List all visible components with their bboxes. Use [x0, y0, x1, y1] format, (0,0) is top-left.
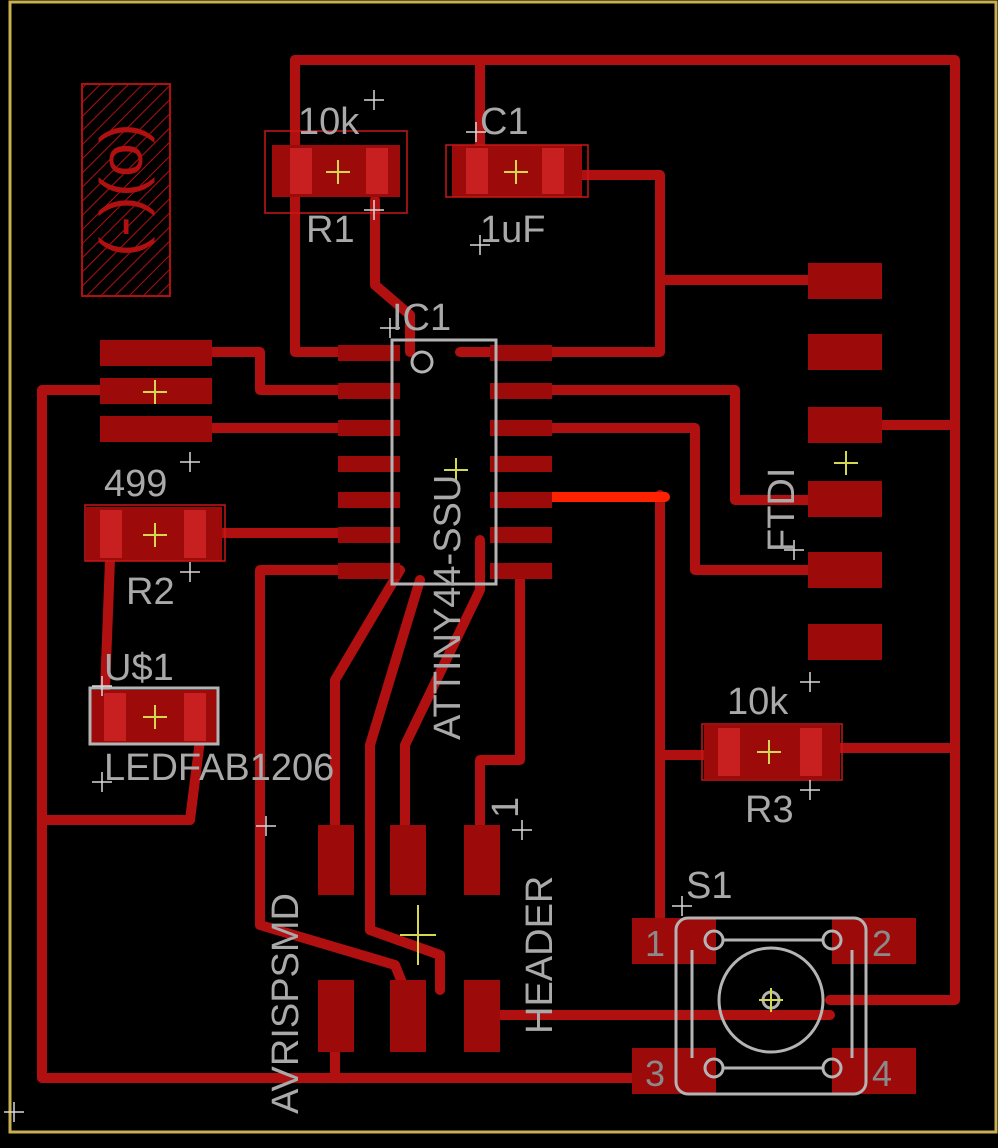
logo-keepout: (-)(o): [81, 83, 171, 297]
r1-value-label: 10k: [298, 101, 360, 143]
board-outline: [8, 0, 998, 1134]
r2-value-label: 499: [104, 463, 167, 505]
u1-name-label: U$1: [104, 647, 174, 689]
silkscreen-outlines: [84, 130, 868, 1096]
svg-text:(-)(o): (-)(o): [88, 123, 155, 256]
r1-name-label: R1: [306, 209, 355, 251]
avrisp-label: AVRISPSMD: [265, 893, 307, 1114]
s1-name-label: S1: [686, 865, 732, 907]
header-label: HEADER: [519, 876, 561, 1034]
center-markers: [143, 160, 858, 1012]
header-pin1-label: 1: [485, 797, 527, 818]
ftdi-label: FTDI: [761, 468, 803, 552]
s1-pin1-label: 1: [645, 923, 665, 964]
c1-name-label: C1: [480, 101, 529, 143]
r3-value-label: 10k: [727, 681, 789, 723]
copper-pads: [86, 145, 916, 1094]
copper-traces: [37, 55, 960, 1083]
s1-pin4-label: 4: [872, 1053, 892, 1094]
s1-pin2-label: 2: [872, 923, 892, 964]
u1-value-label: LEDFAB1206: [104, 747, 334, 789]
s1-pin3-label: 3: [645, 1053, 665, 1094]
c1-value-label: 1uF: [480, 209, 545, 251]
r3-name-label: R3: [745, 789, 794, 831]
s1-switch-outline: [674, 916, 868, 1096]
origin-markers: [4, 90, 820, 1122]
r2-name-label: R2: [126, 571, 175, 613]
ic1-value-label: ATTINY44-SSU: [427, 475, 469, 740]
ic1-name-label: IC1: [392, 297, 451, 339]
component-labels: 10k R1 C1 1uF IC1 ATTINY44-SSU 499 R2 U$…: [104, 101, 892, 1114]
